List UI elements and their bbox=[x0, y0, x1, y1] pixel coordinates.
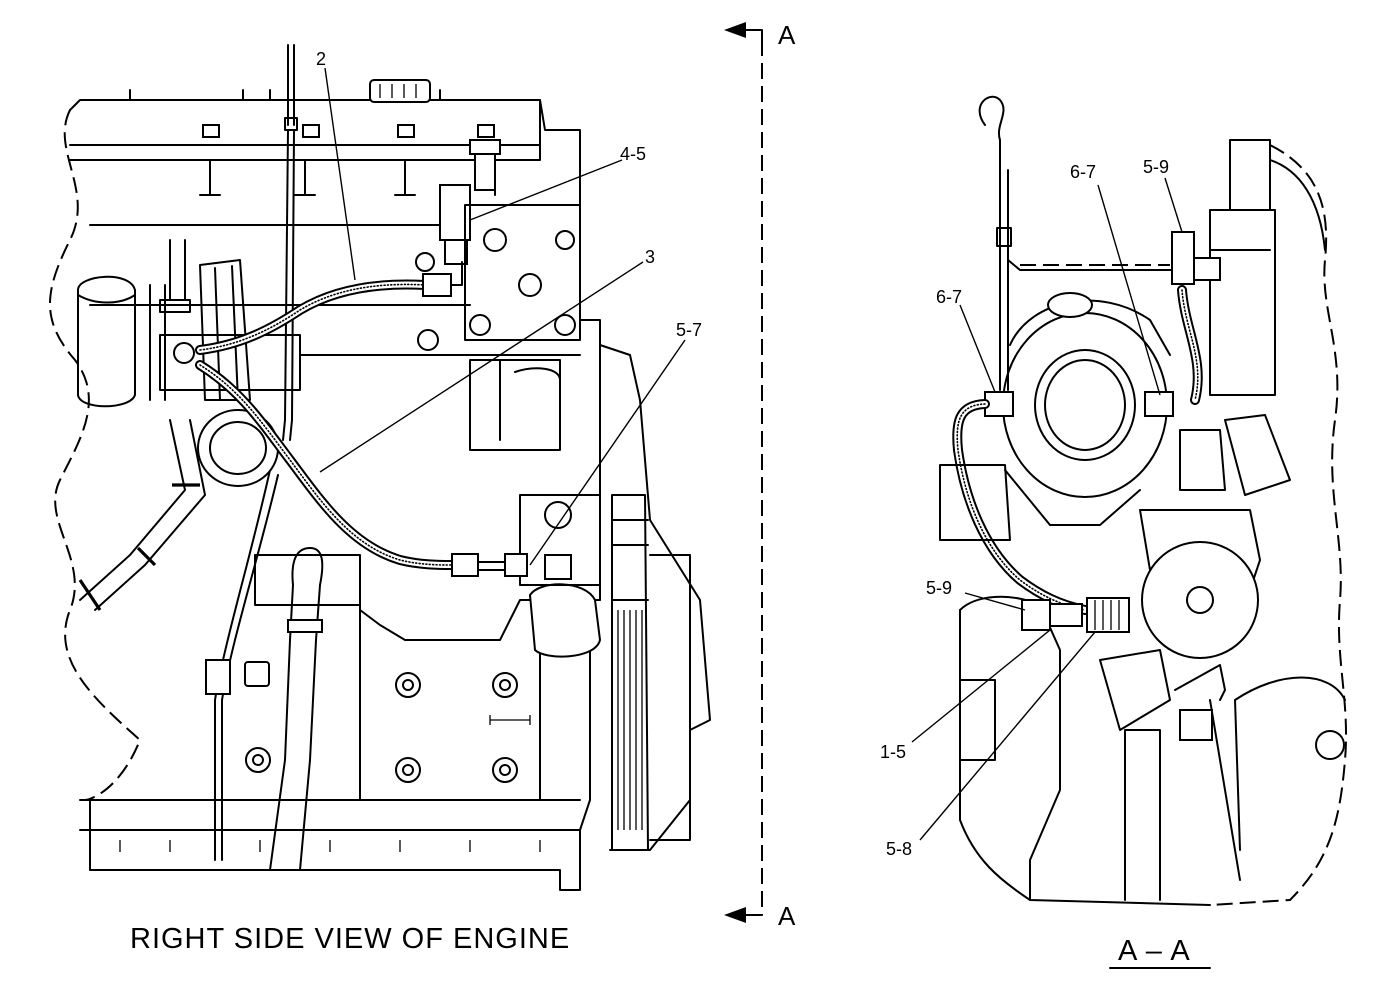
fuel-filter-canister bbox=[77, 275, 136, 408]
hose-clamp-ring bbox=[287, 619, 323, 633]
section-caption: A – A bbox=[1118, 935, 1191, 967]
manifold-block bbox=[939, 464, 1011, 541]
hose-5-9-top bbox=[1177, 285, 1203, 405]
actuator-body bbox=[1179, 414, 1291, 496]
fitting-5-8 bbox=[1086, 597, 1130, 633]
freeze-plugs bbox=[245, 672, 518, 783]
leader-6-7-top bbox=[1097, 184, 1161, 396]
intake-pipe bbox=[1269, 159, 1326, 251]
leader-1-5 bbox=[911, 629, 1051, 743]
main-view-caption: RIGHT SIDE VIEW OF ENGINE bbox=[130, 923, 570, 955]
callout-4-5: 4-5 bbox=[620, 144, 646, 164]
oil-filter bbox=[528, 583, 602, 658]
pulley-a-hub bbox=[1186, 586, 1214, 614]
lower-housing bbox=[959, 595, 1211, 906]
section-arrow-top-head bbox=[724, 22, 746, 38]
pan-bolts bbox=[119, 840, 541, 852]
oil-pan-line bbox=[79, 799, 581, 831]
fitting-5-8-ribs bbox=[1094, 600, 1120, 630]
callout-5-9-top: 5-9 bbox=[1143, 157, 1169, 177]
dipstick-tube-aa bbox=[996, 169, 1176, 391]
sensor-5-9-top bbox=[1171, 231, 1195, 285]
front-plate bbox=[464, 204, 581, 341]
fitting-5-9-bottom bbox=[1021, 599, 1051, 631]
block-plug bbox=[544, 501, 572, 529]
dipstick-handle bbox=[978, 95, 1005, 231]
timing-cover bbox=[599, 344, 711, 851]
belt-grooves bbox=[617, 610, 643, 830]
leader-6-7-left bbox=[959, 304, 996, 393]
leader-5-9-top bbox=[1164, 177, 1183, 233]
leader-3 bbox=[319, 261, 644, 473]
thermostat-opening bbox=[209, 421, 267, 475]
callout-5-9-bottom: 5-9 bbox=[926, 578, 952, 598]
hose-6-7-long bbox=[952, 399, 1090, 615]
crank-pulley bbox=[1234, 676, 1346, 851]
valve-cover-bolts bbox=[129, 89, 495, 138]
leader-5-8 bbox=[919, 631, 1096, 841]
hose-2-fitting bbox=[422, 273, 452, 297]
fitting-5-7 bbox=[544, 554, 572, 580]
hose-clamps bbox=[78, 483, 200, 611]
callout-2: 2 bbox=[316, 49, 326, 69]
callout-6-7-left: 6-7 bbox=[936, 287, 962, 307]
left-pipe bbox=[149, 239, 191, 401]
section-a-a-view: 6-7 5-9 6-7 5-9 1-5 5-8 A – A bbox=[880, 95, 1348, 969]
tensioner-bracket bbox=[1179, 709, 1213, 741]
hose-3-fitting bbox=[451, 553, 479, 577]
turbo-inlet bbox=[1044, 359, 1126, 451]
right-side-view: 2 4-5 3 5-7 A A RIGHT SIDE VIEW OF ENGIN… bbox=[49, 20, 796, 955]
hose-fitting-left bbox=[173, 342, 195, 364]
dipstick-tube bbox=[214, 44, 298, 861]
fitting-1-5 bbox=[1049, 603, 1083, 627]
casting-mark bbox=[489, 715, 531, 725]
sensor-5-9-connector bbox=[1193, 257, 1221, 281]
filler-cap-ribs bbox=[379, 84, 417, 98]
dipstick-clamp bbox=[205, 659, 231, 695]
damper bbox=[649, 554, 691, 841]
hose-elbow-top bbox=[254, 547, 361, 606]
section-arrow-bottom-head bbox=[724, 907, 746, 923]
pressure-sensor-4-5 bbox=[439, 139, 501, 265]
callout-1-5: 1-5 bbox=[880, 742, 906, 762]
hose-2-tube bbox=[450, 261, 463, 286]
break-line-left bbox=[49, 109, 142, 801]
callout-5-8: 5-8 bbox=[886, 839, 912, 859]
belt-tensioner bbox=[1174, 664, 1241, 881]
intake-housing bbox=[1209, 139, 1276, 396]
oil-filler-cap bbox=[369, 79, 431, 103]
callout-6-7-top: 6-7 bbox=[1070, 162, 1096, 182]
section-letter-top: A bbox=[778, 20, 796, 50]
upper-radiator-hose bbox=[269, 584, 321, 871]
turbo-hub-top bbox=[1047, 292, 1093, 318]
plate-bolts bbox=[415, 228, 576, 351]
leader-5-9-bottom bbox=[964, 592, 1026, 611]
crank-pulley-hub bbox=[1315, 730, 1345, 760]
callout-5-7: 5-7 bbox=[676, 320, 702, 340]
head-lines bbox=[89, 224, 581, 356]
leader-5-7 bbox=[529, 339, 686, 566]
alternator-body bbox=[469, 359, 561, 451]
hose-2 bbox=[195, 279, 430, 355]
leader-4-5 bbox=[469, 159, 623, 221]
section-letter-bottom: A bbox=[778, 901, 796, 931]
fitting-6-7-right bbox=[1144, 391, 1174, 417]
hose-3-nut bbox=[504, 553, 528, 577]
callout-3: 3 bbox=[645, 247, 655, 267]
pulley-stack bbox=[611, 494, 649, 851]
hose-3 bbox=[195, 360, 457, 570]
lower-coolant-hose bbox=[79, 419, 206, 611]
break-line-right bbox=[1209, 144, 1348, 906]
hose-3-tube bbox=[477, 561, 506, 571]
leader-2 bbox=[324, 67, 356, 281]
dipstick-bolt bbox=[244, 661, 270, 687]
timing-cover-aa bbox=[959, 609, 1031, 901]
